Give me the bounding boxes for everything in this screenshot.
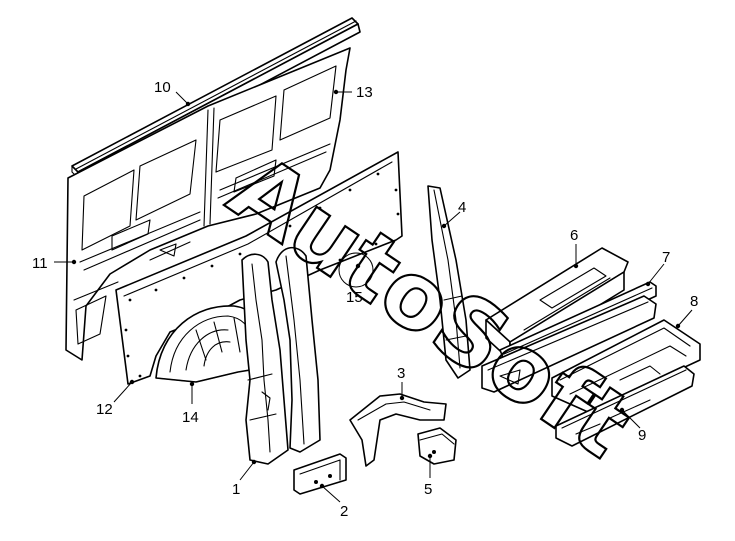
callout-3: 3 bbox=[397, 365, 405, 382]
part-3-gusset bbox=[349, 393, 447, 467]
callout-14: 14 bbox=[182, 409, 199, 426]
skin-rivets bbox=[124, 172, 400, 378]
part-pillar-outer bbox=[275, 246, 321, 453]
callout-11: 11 bbox=[32, 255, 48, 272]
callout-9: 9 bbox=[638, 427, 646, 444]
callout-5: 5 bbox=[424, 481, 432, 498]
callout-1: 1 bbox=[232, 481, 240, 498]
part-sill-lower-beam bbox=[481, 295, 657, 393]
callout-15: 15 bbox=[346, 289, 363, 306]
callout-4: 4 bbox=[458, 199, 466, 216]
part-2-bracket bbox=[293, 453, 347, 495]
callout-12: 12 bbox=[96, 401, 113, 418]
part-8-step bbox=[551, 319, 701, 413]
callout-7: 7 bbox=[662, 249, 670, 266]
part-11-13-side-panel-frame bbox=[65, 47, 351, 361]
callout-10: 10 bbox=[154, 79, 171, 96]
callout-13: 13 bbox=[356, 84, 373, 101]
part-9-floor-tray bbox=[555, 365, 695, 447]
part-1-pillar-inner bbox=[241, 253, 289, 465]
callout-labels: 10 13 11 12 14 15 1 2 3 5 4 6 7 8 9 bbox=[32, 79, 698, 520]
callout-8: 8 bbox=[690, 293, 698, 310]
callout-2: 2 bbox=[340, 503, 348, 520]
part-4-c-pillar bbox=[427, 185, 471, 379]
callout-6: 6 bbox=[570, 227, 578, 244]
part-5-mount bbox=[417, 427, 457, 465]
leaders bbox=[54, 89, 693, 503]
